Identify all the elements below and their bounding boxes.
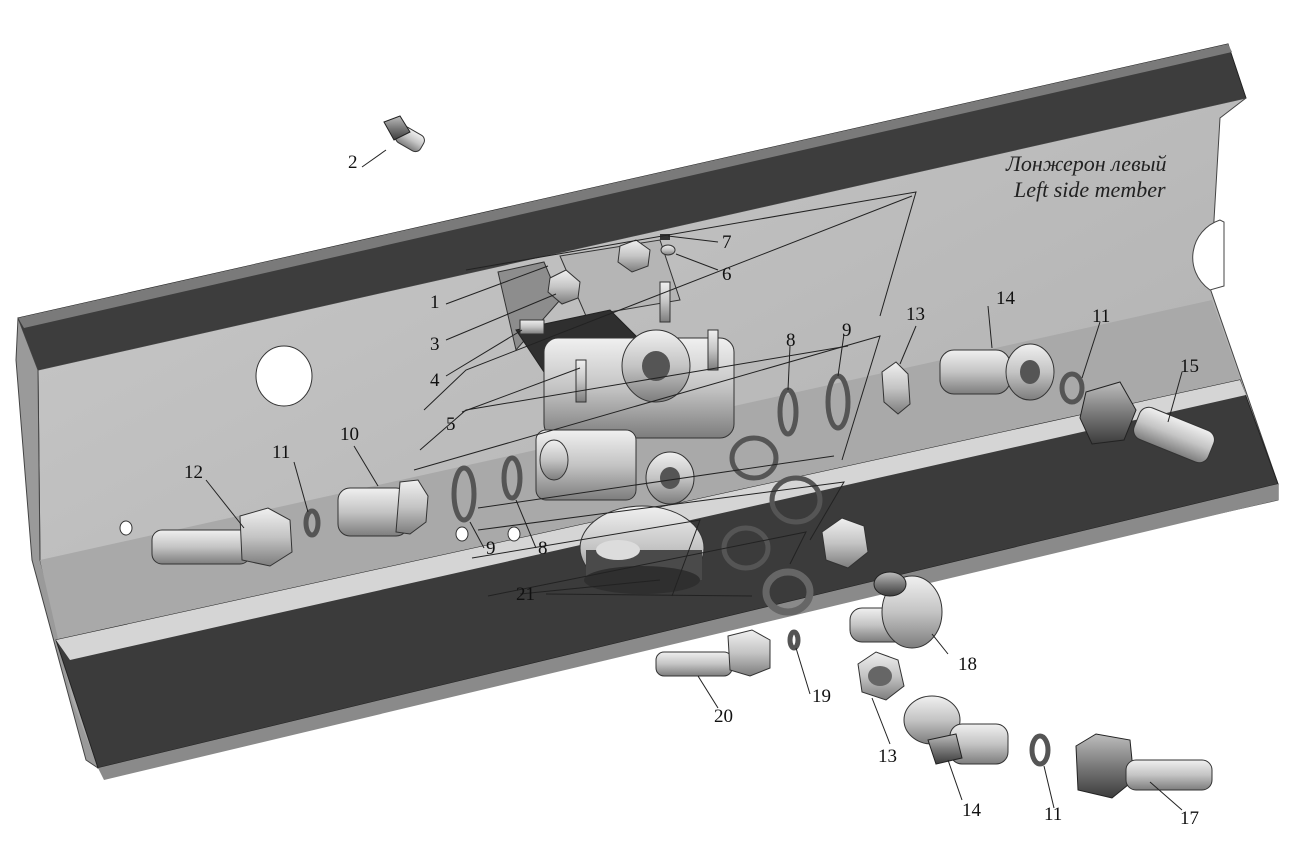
callout-17: 17 [1180, 808, 1199, 829]
callout-7: 7 [722, 232, 732, 253]
callout-14: 14 [962, 800, 982, 821]
callout-2: 2 [348, 152, 358, 173]
callout-11: 11 [272, 442, 290, 463]
callout-14: 14 [996, 288, 1016, 309]
callout-9: 9 [842, 320, 852, 341]
callout-9: 9 [486, 538, 496, 559]
bolt-head [519, 319, 545, 335]
part-17-fitting [1075, 733, 1213, 799]
callout-19: 19 [812, 686, 831, 707]
part-11-washer [1029, 733, 1051, 767]
callout-6: 6 [722, 264, 732, 285]
part-14-elbow [903, 695, 1009, 765]
stud [659, 281, 671, 323]
callout-11: 11 [1092, 306, 1110, 327]
callout-12: 12 [184, 462, 203, 483]
leader-lines [205, 149, 1183, 811]
callout-15: 15 [1180, 356, 1199, 377]
part-20-fitting [655, 629, 771, 677]
part-15-fitting [1079, 381, 1215, 464]
callout-3: 3 [430, 334, 440, 355]
callout-1: 1 [430, 292, 440, 313]
caption-en: Left side member [1013, 177, 1166, 202]
rail-end-notch [1192, 219, 1225, 291]
stud [575, 359, 587, 403]
rail-top-edge [18, 44, 1232, 328]
callout-4: 4 [430, 370, 440, 391]
spare-ring [729, 435, 779, 481]
callout-13: 13 [906, 304, 925, 325]
rail-mount-hole [507, 526, 521, 542]
part-19-washer [787, 629, 801, 651]
part-11-washer [1059, 371, 1085, 405]
callout-8: 8 [538, 538, 548, 559]
callout-13: 13 [878, 746, 897, 767]
callout-numbers: 2 1 3 4 5 6 7 8 8 9 9 10 11 11 11 12 13 … [184, 152, 1199, 829]
stud [707, 329, 719, 371]
nut [617, 239, 651, 273]
rail-small-hole [119, 520, 133, 536]
valve-port-left [539, 439, 569, 481]
callout-20: 20 [714, 706, 733, 727]
rail-bottom-edge [98, 484, 1278, 780]
rail-mount-hole [455, 526, 469, 542]
callout-8: 8 [786, 330, 796, 351]
spare-ring [769, 475, 823, 525]
callout-21: 21 [516, 584, 535, 605]
nut [547, 269, 581, 305]
rail-large-hole [255, 345, 313, 407]
valve-assembly [497, 239, 735, 594]
rail-left-edge [15, 317, 99, 770]
callout-18: 18 [958, 654, 977, 675]
callout-11: 11 [1044, 804, 1062, 825]
valve-port-hole [642, 351, 670, 381]
part-11-washer [303, 508, 321, 538]
part-14-elbow [939, 343, 1055, 401]
part-13-nut [881, 361, 911, 415]
callout-10: 10 [340, 424, 359, 445]
caption-ru: Лонжерон левый [1005, 151, 1167, 176]
part-6-washer [660, 244, 676, 256]
part-12-fitting [151, 507, 293, 567]
spare-ring [762, 568, 814, 616]
nut-spare [821, 517, 869, 569]
part-2-bolt [383, 115, 425, 153]
part-7-pin [660, 234, 670, 240]
part-10-adapter [337, 479, 429, 537]
callout-5: 5 [446, 414, 456, 435]
part-18-elbow [849, 571, 943, 649]
part-9-ring [451, 465, 477, 523]
part-8-ring [501, 455, 523, 501]
